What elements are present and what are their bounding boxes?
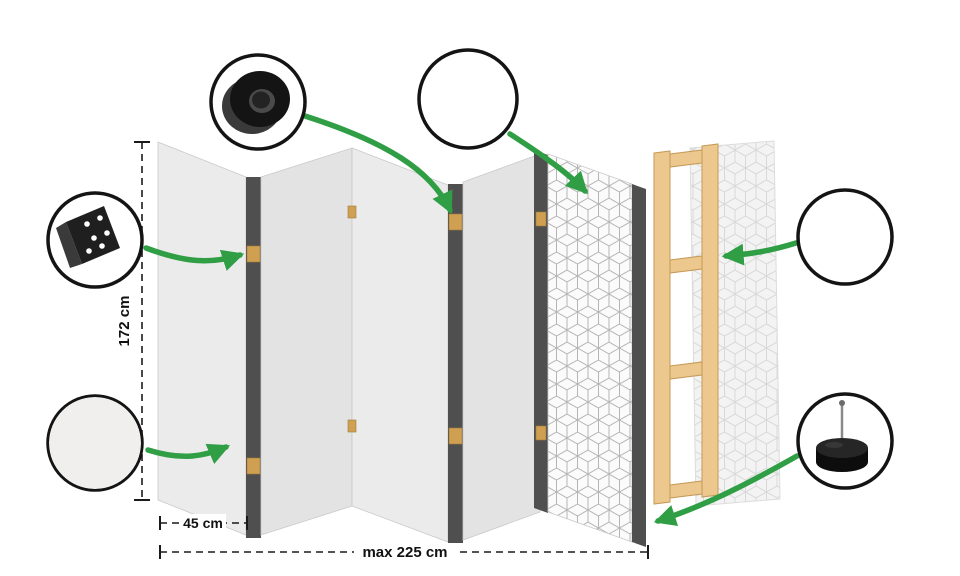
felt-foot-icon [816,400,868,472]
frame-rung-2 [669,255,703,274]
hinge-edge-strip-2 [448,184,463,543]
hinge-1-bottom [246,457,261,475]
hinge-4-top [535,211,547,227]
fleece-texture-icon [49,397,141,489]
callout-foot [796,392,894,490]
panel-width-label: 45 cm [183,515,223,531]
arrow-foot-to-bottom [653,453,800,526]
frame-right-rail [701,143,719,498]
callout-tape [209,53,307,151]
hinge-2-bottom [347,419,357,433]
arrow-pattern-to-panel [507,131,589,195]
hinge-1-top [246,245,261,263]
tape-roll-icon [222,71,290,134]
arrow-hinge-to-panel [143,245,245,271]
hinge-3-bottom [448,427,463,445]
hinge-edge-strip-1 [246,177,261,538]
panel-width-label-bg [180,514,226,531]
pattern-panel-left-edge [534,150,548,513]
callout-pattern [417,48,519,150]
panel-3 [351,147,449,543]
arrow-tape-to-hinge [302,113,453,214]
dimension-panel-width: 45 cm [159,514,248,531]
panel-4 [462,153,541,541]
folding-screen [157,141,646,547]
frame-rung-3 [669,361,703,380]
pattern-panel-right-edge [632,184,646,547]
callout-hinge [46,191,144,289]
panel-1 [157,141,247,536]
arrow-wood-to-frame [721,240,799,266]
callout-fleece [46,394,144,492]
hinge-3-top [448,213,463,231]
dimension-height: 172 cm [116,141,150,501]
height-label: 172 cm [116,296,133,347]
total-width-label: max 225 cm [362,544,447,561]
panel-5-patterned [547,153,633,543]
dimension-total-width: max 225 cm [159,543,649,561]
hinge-bracket-icon [56,206,120,268]
panel-2 [260,147,353,536]
frame-rung-bottom [669,480,703,499]
hinge-4-bottom [535,425,547,441]
frame-left-rail [653,150,671,505]
total-width-label-bg [354,543,456,561]
wooden-frame [653,143,719,505]
callout-arrows [143,113,800,526]
hinge-2-top [347,205,357,219]
frame-rung-top [669,149,703,168]
arrow-fleece-to-panel [145,443,231,465]
callout-wood [796,188,894,286]
